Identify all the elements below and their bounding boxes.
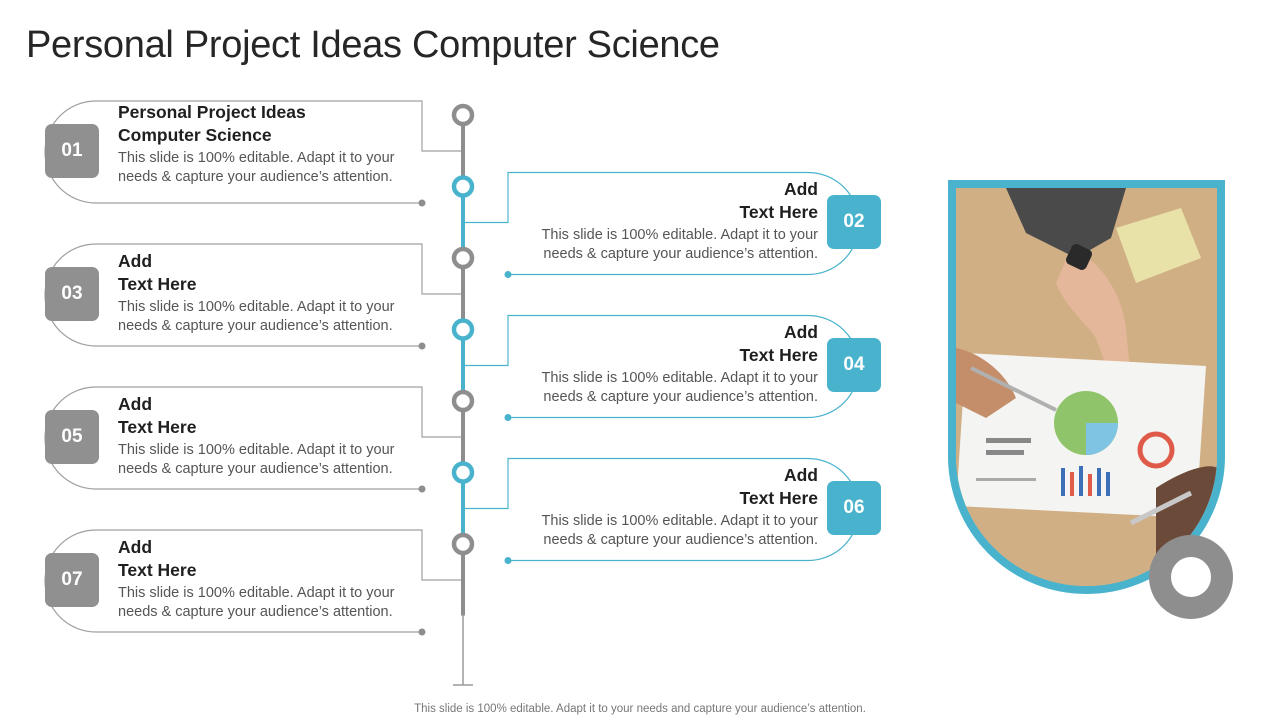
badge-number: 06	[843, 497, 865, 518]
badge-number: 04	[843, 354, 865, 375]
item-text-02: Add Text Here This slide is 100% editabl…	[498, 178, 818, 264]
item-text-05: Add Text Here This slide is 100% editabl…	[118, 393, 438, 479]
item-description: This slide is 100% editable. Adapt it to…	[118, 442, 395, 477]
timeline-node-06	[451, 461, 475, 484]
timeline-node-02	[451, 175, 475, 198]
badge-06: 06	[827, 481, 881, 535]
connector-dot-07	[418, 628, 426, 636]
item-description: This slide is 100% editable. Adapt it to…	[118, 150, 395, 185]
item-text-06: Add Text Here This slide is 100% editabl…	[498, 464, 818, 550]
badge-05: 05	[45, 410, 99, 464]
item-description: This slide is 100% editable. Adapt it to…	[541, 513, 818, 548]
connector-dot-01	[418, 199, 426, 207]
badge-01: 01	[45, 124, 99, 178]
badge-number: 05	[61, 426, 83, 447]
connector-dot-06	[504, 557, 512, 564]
slide-footer: This slide is 100% editable. Adapt it to…	[414, 703, 866, 715]
badge-number: 01	[61, 140, 83, 161]
item-heading: Add Text Here	[739, 465, 818, 508]
business-meeting-photo	[948, 180, 1225, 594]
item-description: This slide is 100% editable. Adapt it to…	[118, 585, 395, 620]
timeline-node-03	[451, 246, 475, 270]
item-description: This slide is 100% editable. Adapt it to…	[541, 370, 818, 405]
timeline-node-04	[451, 318, 475, 341]
photo-illustration	[956, 188, 1217, 586]
decorative-ring	[1149, 535, 1233, 619]
item-heading: Personal Project Ideas Computer Science	[118, 102, 306, 145]
slide-title: Personal Project Ideas Computer Science	[26, 24, 720, 66]
badge-03: 03	[45, 267, 99, 321]
item-text-04: Add Text Here This slide is 100% editabl…	[498, 321, 818, 407]
timeline-node-05	[451, 389, 475, 413]
timeline-node-01	[451, 103, 475, 127]
connector-dot-05	[418, 485, 426, 493]
item-description: This slide is 100% editable. Adapt it to…	[118, 299, 395, 334]
item-text-03: Add Text Here This slide is 100% editabl…	[118, 250, 438, 336]
badge-number: 03	[61, 283, 83, 304]
badge-07: 07	[45, 553, 99, 607]
item-text-01: Personal Project Ideas Computer Science …	[118, 101, 438, 187]
item-heading: Add Text Here	[118, 394, 197, 437]
timeline-node-07	[451, 532, 475, 556]
item-description: This slide is 100% editable. Adapt it to…	[541, 227, 818, 262]
connector-dot-03	[418, 342, 426, 350]
item-heading: Add Text Here	[739, 322, 818, 365]
connector-dot-04	[504, 414, 512, 421]
connector-dot-02	[504, 271, 512, 278]
badge-02: 02	[827, 195, 881, 249]
item-heading: Add Text Here	[118, 251, 197, 294]
item-text-07: Add Text Here This slide is 100% editabl…	[118, 536, 438, 622]
badge-number: 02	[843, 211, 865, 232]
item-heading: Add Text Here	[118, 537, 197, 580]
badge-number: 07	[61, 569, 83, 590]
item-heading: Add Text Here	[739, 179, 818, 222]
badge-04: 04	[827, 338, 881, 392]
